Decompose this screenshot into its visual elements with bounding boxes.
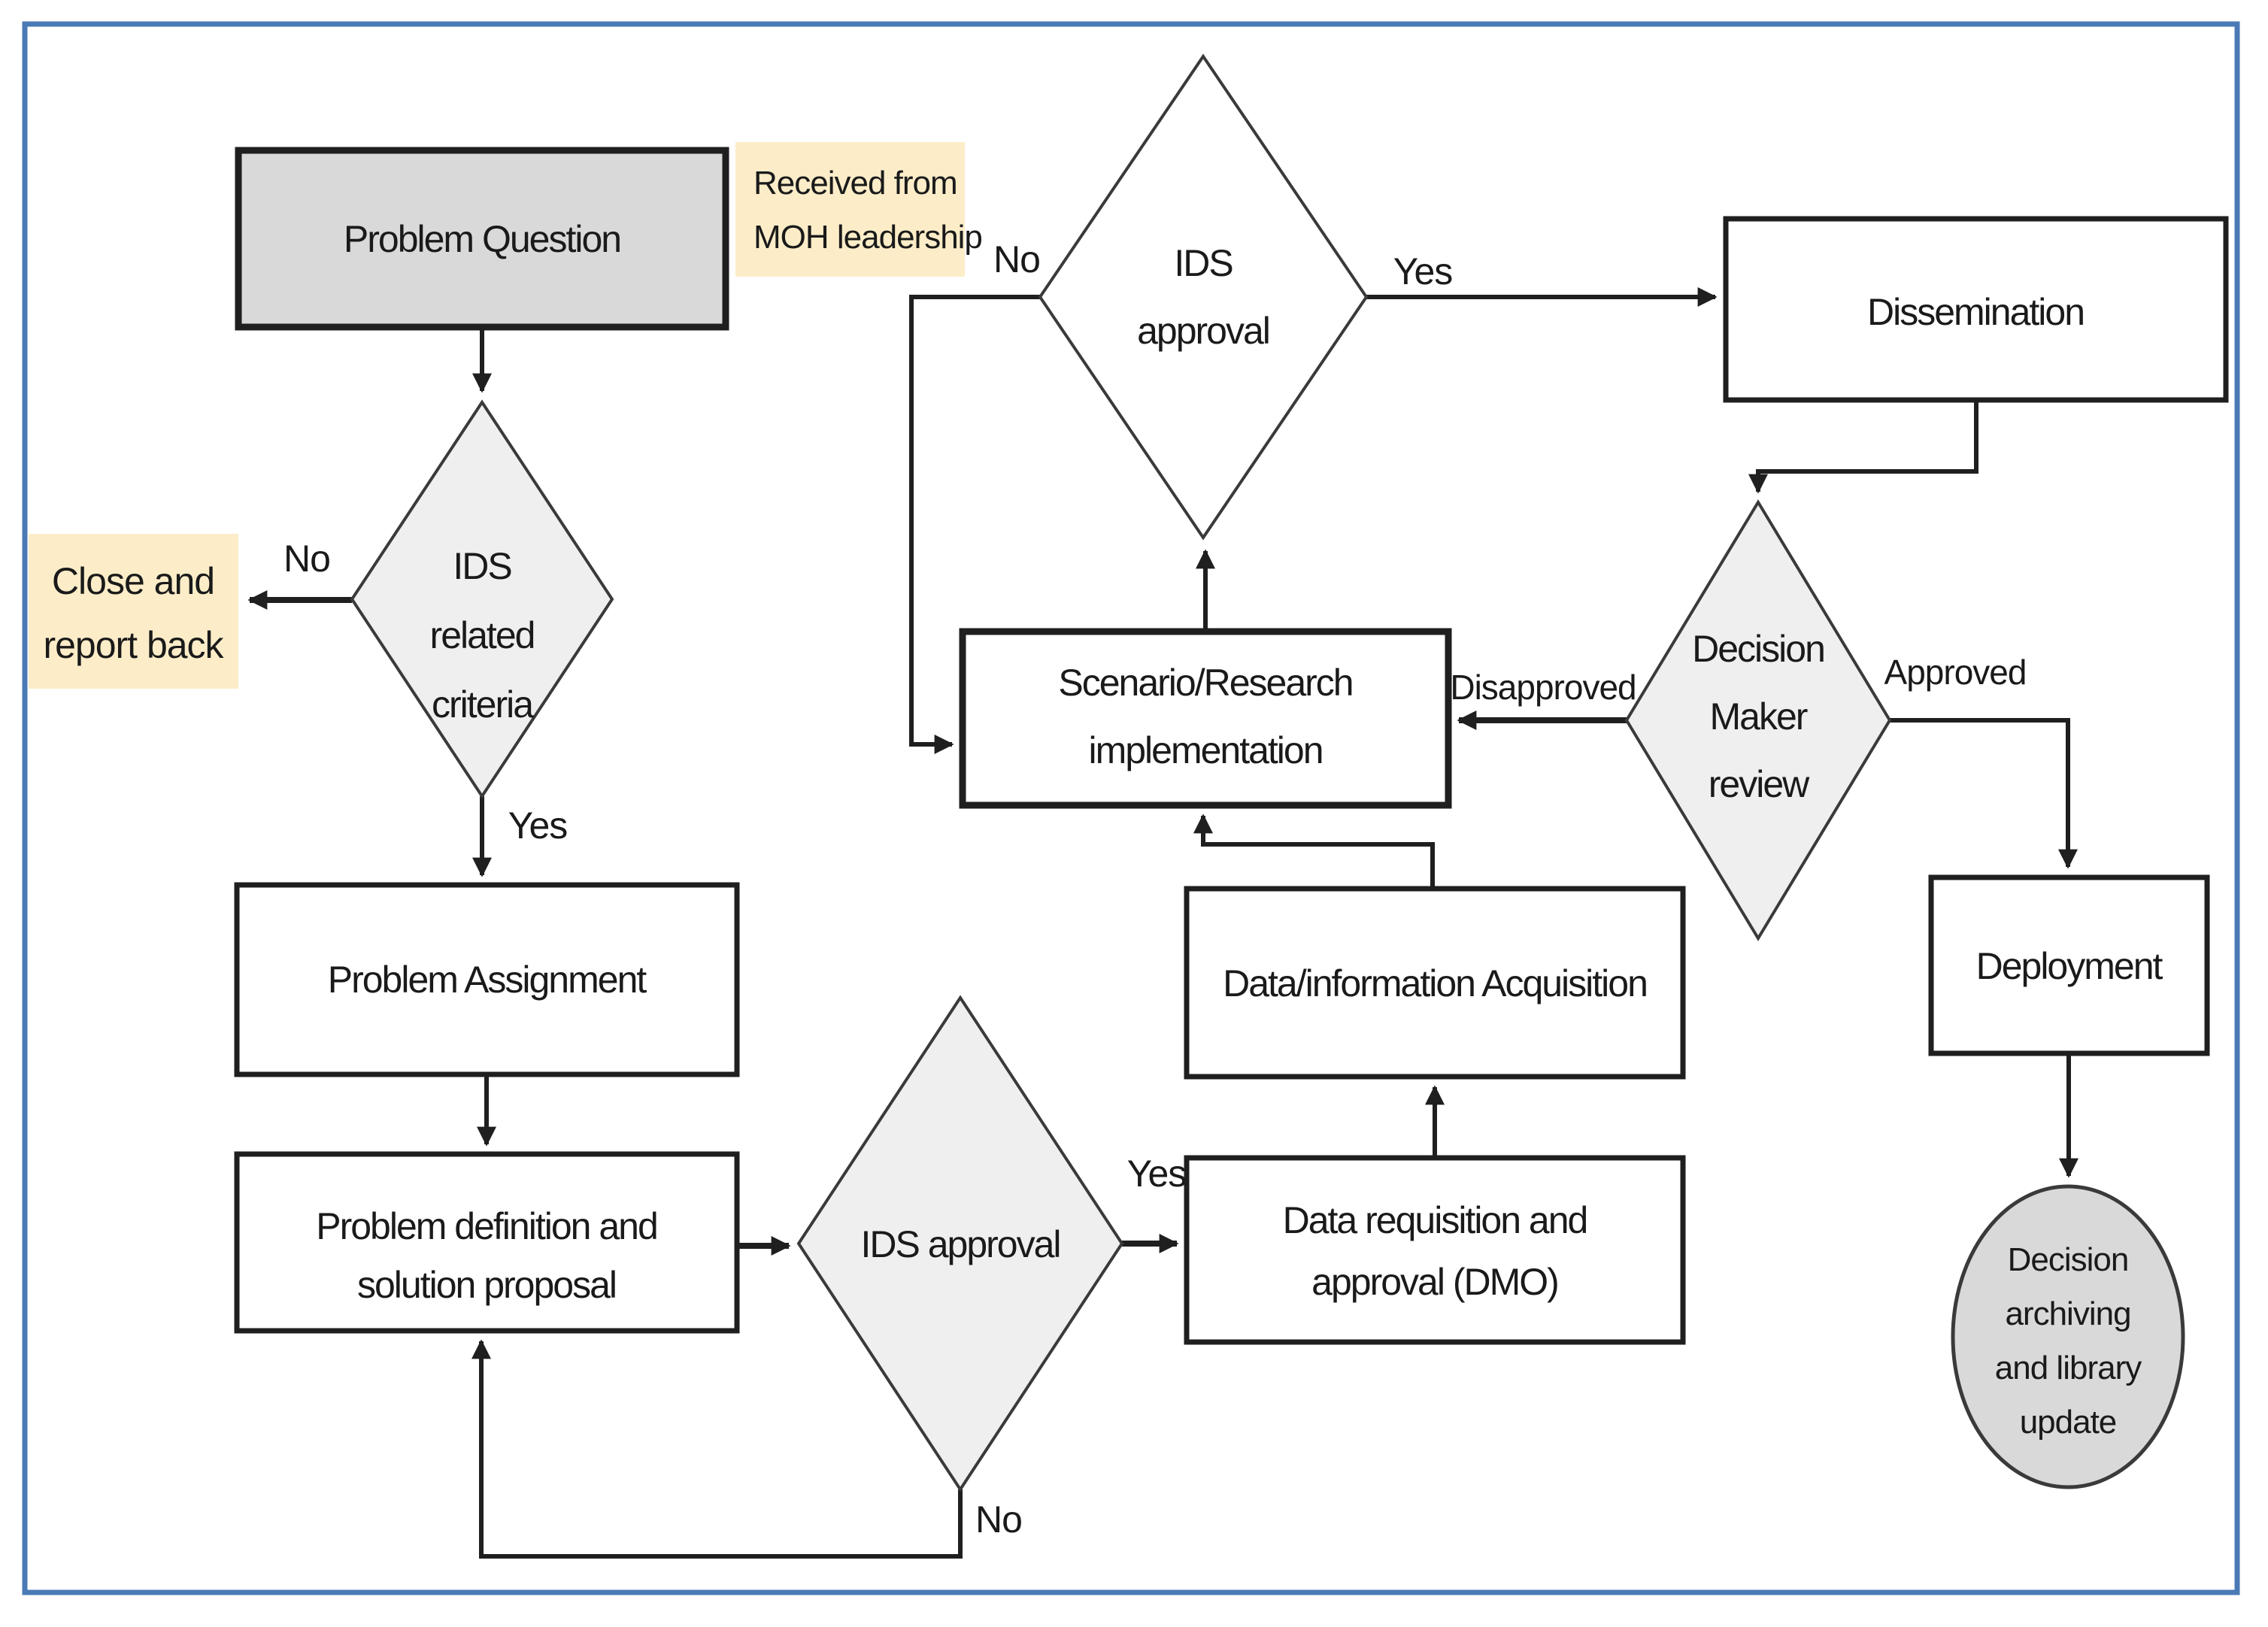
edge-upper-approval-no-loop	[909, 295, 1040, 754]
decision-maker-line3: review	[1709, 763, 1810, 805]
label-disapproved: Disapproved	[1450, 668, 1636, 707]
label-related-no: No	[284, 538, 330, 580]
ids-approval-upper-shape	[1038, 53, 1369, 541]
close-note-line2: report back	[43, 624, 224, 666]
decision-archiving-line3: and library	[1995, 1350, 2142, 1386]
ids-related-criteria-line2: related	[430, 614, 535, 656]
scenario-implementation-line1: Scenario/Research	[1058, 662, 1352, 704]
scenario-implementation-shape	[959, 628, 1452, 809]
label-approval-upper-yes: Yes	[1393, 250, 1453, 292]
ids-approval-upper-line2: approval	[1137, 310, 1269, 352]
problem-question-label: Problem Question	[344, 218, 620, 260]
data-requisition-shape	[1184, 1155, 1686, 1345]
scenario-implementation-line2: implementation	[1088, 729, 1322, 771]
dissemination-shape	[1723, 216, 2229, 403]
close-note-line1: Close and	[52, 560, 214, 602]
edge-labels: No Yes Yes No No Yes Disapproved Approve…	[284, 238, 2027, 1541]
edge-decision-approved-to-deployment	[1890, 718, 2078, 869]
node-problem-assignment: Problem Assignment	[234, 882, 740, 1077]
node-scenario-implementation: Scenario/Research implementation	[959, 628, 1452, 809]
received-note-shape	[735, 142, 965, 277]
decision-archiving-line4: update	[2020, 1404, 2117, 1441]
node-problem-definition: Problem definition and solution proposal	[234, 1151, 740, 1334]
edge-acquisition-to-scenario	[1193, 814, 1435, 889]
ids-approval-lower-label: IDS approval	[860, 1223, 1060, 1265]
label-approval-lower-no: No	[975, 1498, 1022, 1541]
data-requisition-line1: Data requisition and	[1283, 1199, 1587, 1241]
decision-maker-line2: Maker	[1710, 695, 1808, 738]
deployment-shape	[1928, 874, 2210, 1056]
decision-maker-review-shape	[1624, 499, 1892, 941]
ids-related-criteria-line3: criteria	[432, 683, 534, 726]
problem-assignment-label: Problem Assignment	[328, 959, 647, 1001]
data-acquisition-label: Data/information Acquisition	[1223, 962, 1647, 1004]
note-received-from-moh: Received from MOH leadership	[735, 142, 983, 277]
edges	[247, 287, 2078, 1559]
dissemination-label: Dissemination	[1867, 291, 2084, 333]
label-approval-upper-no: No	[993, 238, 1040, 280]
node-data-requisition: Data requisition and approval (DMO)	[1184, 1155, 1686, 1345]
note-close-and-report: Close and report back	[29, 534, 238, 689]
problem-assignment-shape	[234, 882, 740, 1077]
diagram-border	[22, 21, 2240, 1595]
node-problem-question: Problem Question	[235, 147, 729, 331]
decision-archiving-line1: Decision	[2008, 1241, 2129, 1278]
node-decision-maker-review: Decision Maker review	[1624, 499, 1892, 941]
close-note-shape	[29, 534, 238, 689]
problem-definition-shape	[234, 1151, 740, 1334]
node-decision-archiving: Decision archiving and library update	[1951, 1184, 2185, 1489]
node-ids-approval-upper: IDS approval	[1038, 53, 1369, 541]
problem-question-shape	[235, 147, 729, 331]
ids-approval-lower-shape	[796, 995, 1124, 1492]
edge-dissemination-to-decision	[1748, 400, 1978, 494]
label-approved: Approved	[1884, 653, 2027, 692]
node-ids-related-criteria: IDS related criteria	[350, 399, 614, 799]
ids-related-criteria-shape	[350, 399, 614, 799]
data-acquisition-shape	[1184, 886, 1686, 1080]
ids-related-criteria-line1: IDS	[453, 545, 511, 587]
ids-approval-upper-line1: IDS	[1174, 242, 1233, 284]
edge-lower-approval-no-loop	[471, 1339, 963, 1559]
decision-archiving-line2: archiving	[2005, 1295, 2130, 1332]
label-related-yes: Yes	[508, 804, 568, 847]
deployment-label: Deployment	[1976, 945, 2163, 987]
problem-definition-line2: solution proposal	[357, 1264, 616, 1306]
decision-maker-line1: Decision	[1692, 628, 1824, 670]
received-note-line2: MOH leadership	[753, 219, 982, 256]
node-dissemination: Dissemination	[1723, 216, 2229, 403]
node-data-acquisition: Data/information Acquisition	[1184, 886, 1686, 1080]
received-note-line1: Received from	[753, 165, 957, 201]
data-requisition-line2: approval (DMO)	[1311, 1261, 1558, 1303]
node-deployment: Deployment	[1928, 874, 2210, 1056]
node-ids-approval-lower: IDS approval	[796, 995, 1124, 1492]
problem-definition-line1: Problem definition and	[316, 1205, 657, 1247]
label-approval-lower-yes: Yes	[1127, 1153, 1187, 1195]
decision-archiving-shape	[1951, 1184, 2185, 1489]
